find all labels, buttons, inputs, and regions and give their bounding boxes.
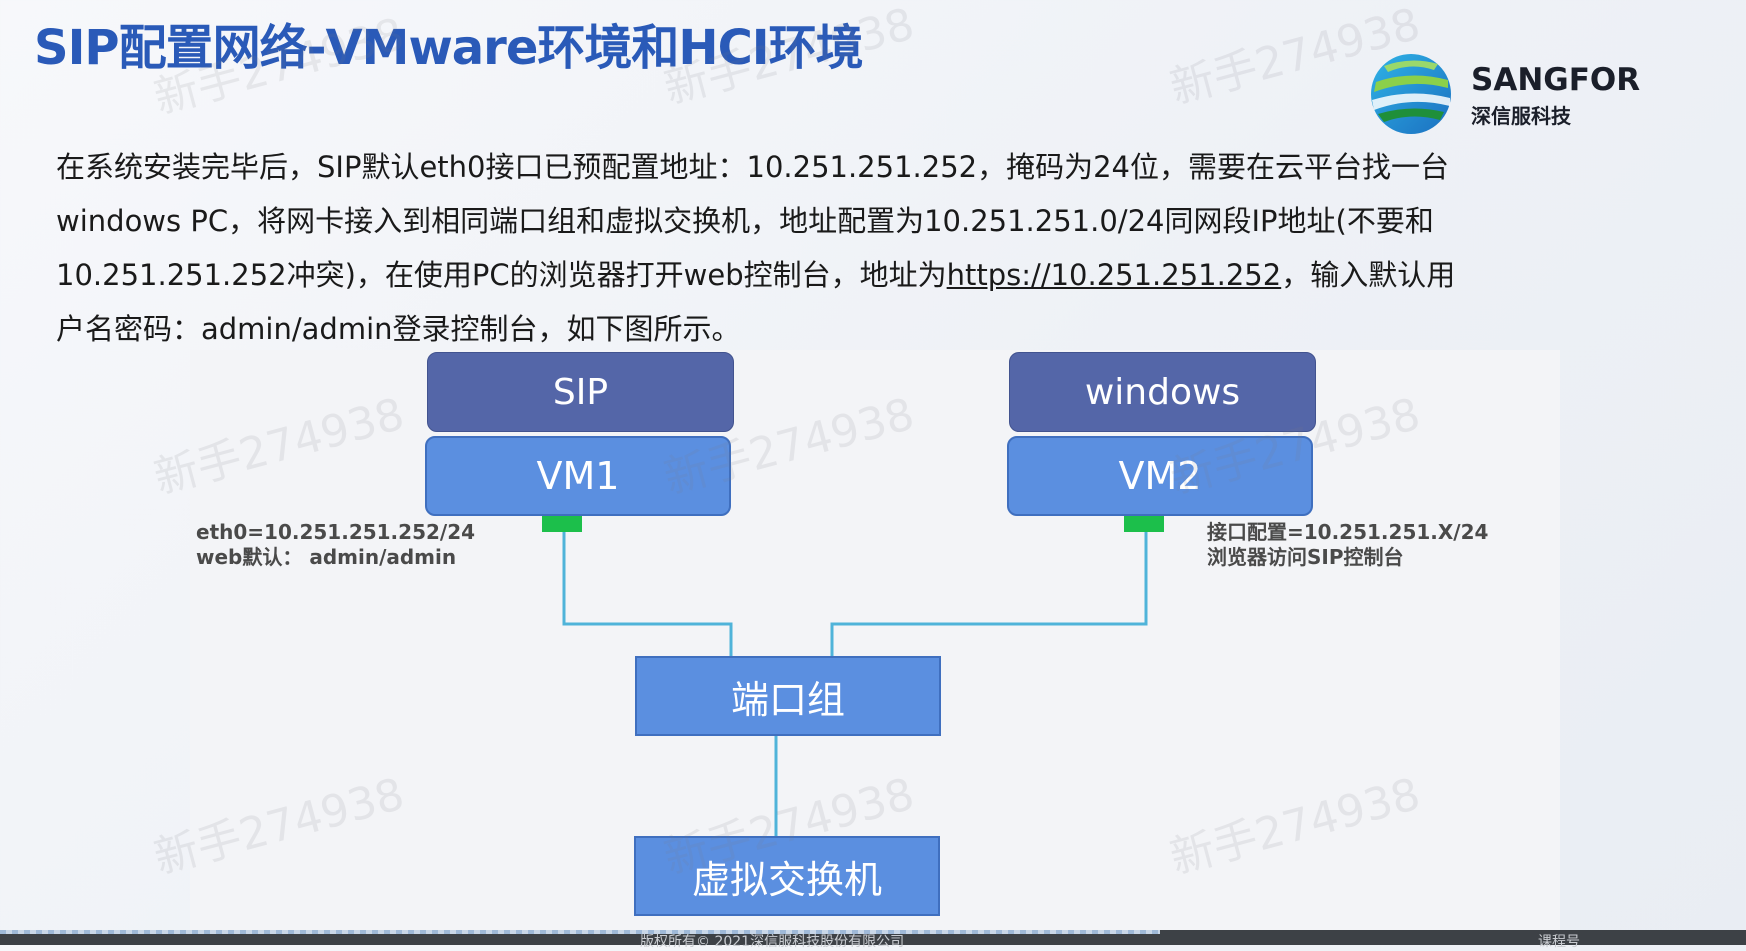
vm1-link-line: [562, 530, 733, 656]
paragraph-line-3-end: ，输入默认用: [1281, 258, 1456, 292]
vm2-note-interface: 接口配置=10.251.251.X/24: [1207, 520, 1489, 544]
diagram-background: [190, 350, 1560, 930]
vm2-port: [1124, 516, 1164, 532]
sangfor-logo: SANGFOR 深信服科技: [1368, 50, 1668, 136]
sip-box: SIP: [427, 352, 734, 432]
paragraph-line-3: 10.251.251.252冲突)，在使用PC的浏览器打开web控制台，地址为h…: [56, 248, 1476, 302]
paragraph-line-4: 户名密码：admin/admin登录控制台，如下图所示。: [56, 312, 741, 346]
paragraph-line-3-start: 10.251.251.252冲突)，在使用PC的浏览器打开web控制台，地址为: [56, 258, 947, 292]
logo-subtitle: 深信服科技: [1471, 104, 1571, 128]
vm1-note-eth0: eth0=10.251.251.252/24: [196, 520, 476, 544]
vm1-box: VM1: [425, 436, 731, 516]
description-paragraph: 在系统安装完毕后，SIP默认eth0接口已预配置地址：10.251.251.25…: [56, 140, 1476, 356]
vm1-note: eth0=10.251.251.252/24 web默认： admin/admi…: [196, 520, 475, 570]
footer-copyright: 版权所有© 2021深信服科技股份有限公司: [640, 934, 905, 950]
virtual-switch-box: 虚拟交换机: [634, 836, 940, 916]
windows-box: windows: [1009, 352, 1316, 432]
logo-name: SANGFOR: [1471, 62, 1641, 98]
footer-progress-strip: [0, 930, 1160, 934]
vm2-note: 接口配置=10.251.251.X/24 浏览器访问SIP控制台: [1207, 520, 1488, 570]
vm1-port: [542, 516, 582, 532]
footer-page-label: 课程号: [1538, 934, 1580, 950]
paragraph-line-1: 在系统安装完毕后，SIP默认eth0接口已预配置地址：10.251.251.25…: [56, 150, 1450, 184]
vm2-note-console: 浏览器访问SIP控制台: [1207, 545, 1404, 569]
vm2-box: VM2: [1007, 436, 1313, 516]
paragraph-line-2: windows PC，将网卡接入到相同端口组和虚拟交换机，地址配置为10.251…: [56, 204, 1434, 238]
slide-title: SIP配置网络-VMware环境和HCI环境: [34, 20, 864, 76]
port-group-box: 端口组: [635, 656, 941, 736]
vm2-link-line: [830, 530, 1148, 656]
vm1-note-credentials: web默认： admin/admin: [196, 545, 457, 569]
globe-logo-icon: [1371, 54, 1451, 134]
web-console-link[interactable]: https://10.251.251.252: [946, 258, 1282, 292]
